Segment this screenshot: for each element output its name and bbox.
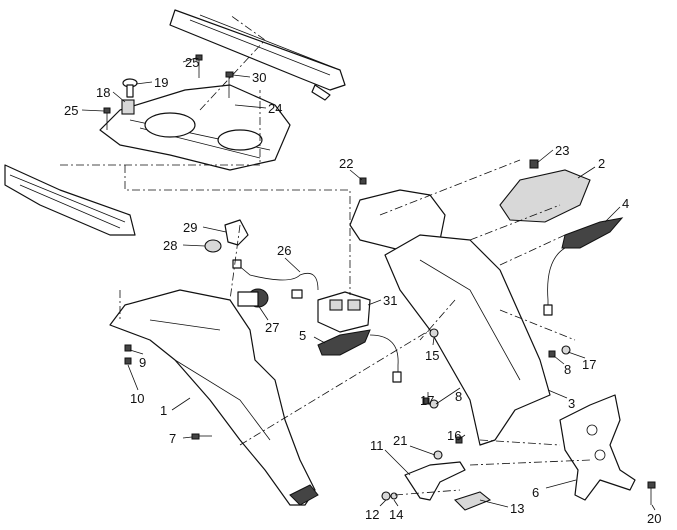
callout: 2 — [598, 156, 605, 171]
callout: 12 — [365, 507, 379, 522]
callout: 7 — [169, 431, 176, 446]
callout: 30 — [252, 70, 266, 85]
callout: 5 — [299, 328, 306, 343]
callout: 8 — [455, 389, 462, 404]
callout: 10 — [130, 391, 144, 406]
part-cable — [232, 259, 319, 299]
callout: 13 — [510, 501, 524, 516]
part-connector — [237, 288, 269, 308]
callout: 31 — [383, 293, 397, 308]
callout: 21 — [393, 433, 407, 448]
part-cover-2 — [499, 169, 591, 223]
callout: 16 — [447, 428, 461, 443]
assembly-lines — [60, 14, 591, 496]
callout: 8 — [564, 362, 571, 377]
fasteners-misc — [124, 159, 656, 505]
callout: 25 — [185, 55, 199, 70]
callout: 17 — [582, 357, 596, 372]
part-license-plate-holder — [349, 189, 551, 446]
callout: 1 — [160, 403, 167, 418]
callout: 29 — [183, 220, 197, 235]
callout: 20 — [647, 511, 661, 526]
callout: 11 — [370, 438, 384, 453]
part-turn-signal-right — [543, 217, 624, 316]
parts-clip-washer — [204, 219, 249, 253]
callout: 6 — [532, 485, 539, 500]
part-plate-11 — [404, 461, 466, 501]
callout: 18 — [96, 85, 110, 100]
callout-labels: 25 19 30 18 25 24 22 23 2 4 29 28 26 31 … — [64, 55, 661, 526]
callout: 26 — [277, 243, 291, 258]
callout: 28 — [163, 238, 177, 253]
callout: 25 — [64, 103, 78, 118]
callout: 24 — [268, 101, 282, 116]
callout: 15 — [425, 348, 439, 363]
callout: 4 — [622, 196, 629, 211]
part-bracket-6 — [559, 394, 636, 501]
callout: 22 — [339, 156, 353, 171]
part-rear-fender — [109, 289, 319, 506]
frame-rail-left — [4, 164, 136, 236]
part-reflector-13 — [453, 491, 492, 511]
callout: 23 — [555, 143, 569, 158]
callout: 9 — [139, 355, 146, 370]
callout: 27 — [265, 320, 279, 335]
callout: 14 — [389, 507, 403, 522]
part-seat-support — [99, 84, 291, 171]
callout: 19 — [154, 75, 168, 90]
leader-lines — [81, 57, 656, 511]
part-license-light — [317, 291, 371, 333]
callout: 3 — [568, 396, 575, 411]
fasteners-top — [103, 54, 234, 130]
frame-rail-top — [169, 9, 346, 101]
callout: 17 — [420, 393, 434, 408]
part-turn-signal-left — [317, 329, 402, 383]
